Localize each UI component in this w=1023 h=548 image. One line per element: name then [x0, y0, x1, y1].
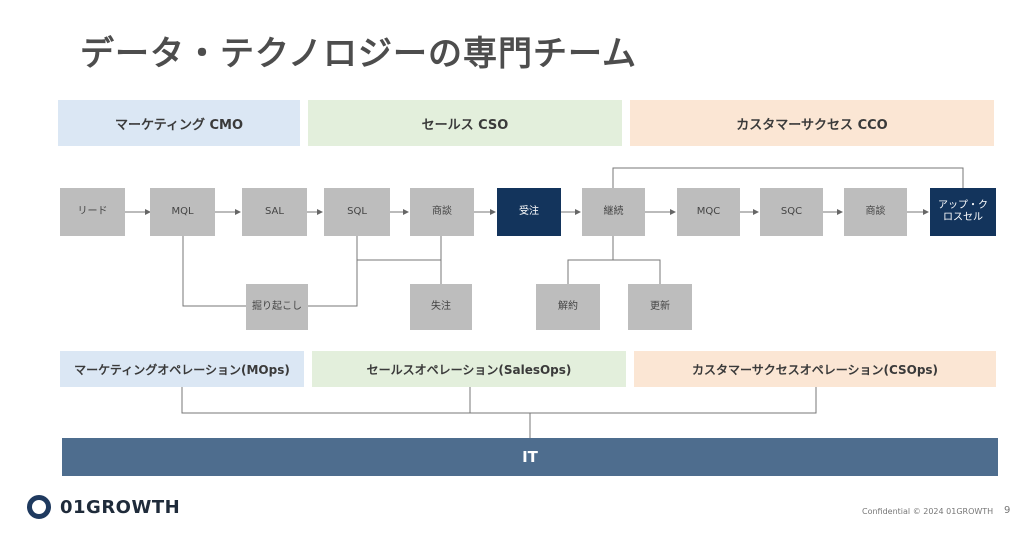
node-continuation: 継続 — [582, 188, 645, 236]
node-mql: MQL — [150, 188, 215, 236]
confidential-note: Confidential © 2024 01GROWTH — [862, 507, 994, 516]
node-won: 受注 — [497, 188, 561, 236]
node-sql: SQL — [324, 188, 390, 236]
node-sqc: SQC — [760, 188, 823, 236]
band-cs-cco: カスタマーサクセス CCO — [630, 100, 994, 146]
node-dig-up: 掘り起こし — [246, 284, 308, 330]
node-lead: リード — [60, 188, 125, 236]
band-csops: カスタマーサクセスオペレーション(CSOps) — [634, 351, 996, 387]
node-deal-cs: 商談 — [844, 188, 907, 236]
band-salesops: セールスオペレーション(SalesOps) — [312, 351, 626, 387]
page-number: 9 — [1004, 505, 1011, 516]
band-marketing-cmo: マーケティング CMO — [58, 100, 300, 146]
company-logo: 01GROWTH — [26, 494, 180, 520]
node-deal-sales: 商談 — [410, 188, 474, 236]
node-upsell-crosssell: アップ・ク ロスセル — [930, 188, 996, 236]
node-mqc: MQC — [677, 188, 740, 236]
band-mops: マーケティングオペレーション(MOps) — [60, 351, 304, 387]
node-lost: 失注 — [410, 284, 472, 330]
page-title: データ・テクノロジーの専門チーム — [80, 34, 637, 74]
it-bar: IT — [62, 438, 998, 476]
node-renewal: 更新 — [628, 284, 692, 330]
band-sales-cso: セールス CSO — [308, 100, 622, 146]
logo-text: 01GROWTH — [60, 496, 181, 518]
node-churn: 解約 — [536, 284, 600, 330]
logo-ring-icon — [27, 495, 51, 519]
node-sal: SAL — [242, 188, 307, 236]
